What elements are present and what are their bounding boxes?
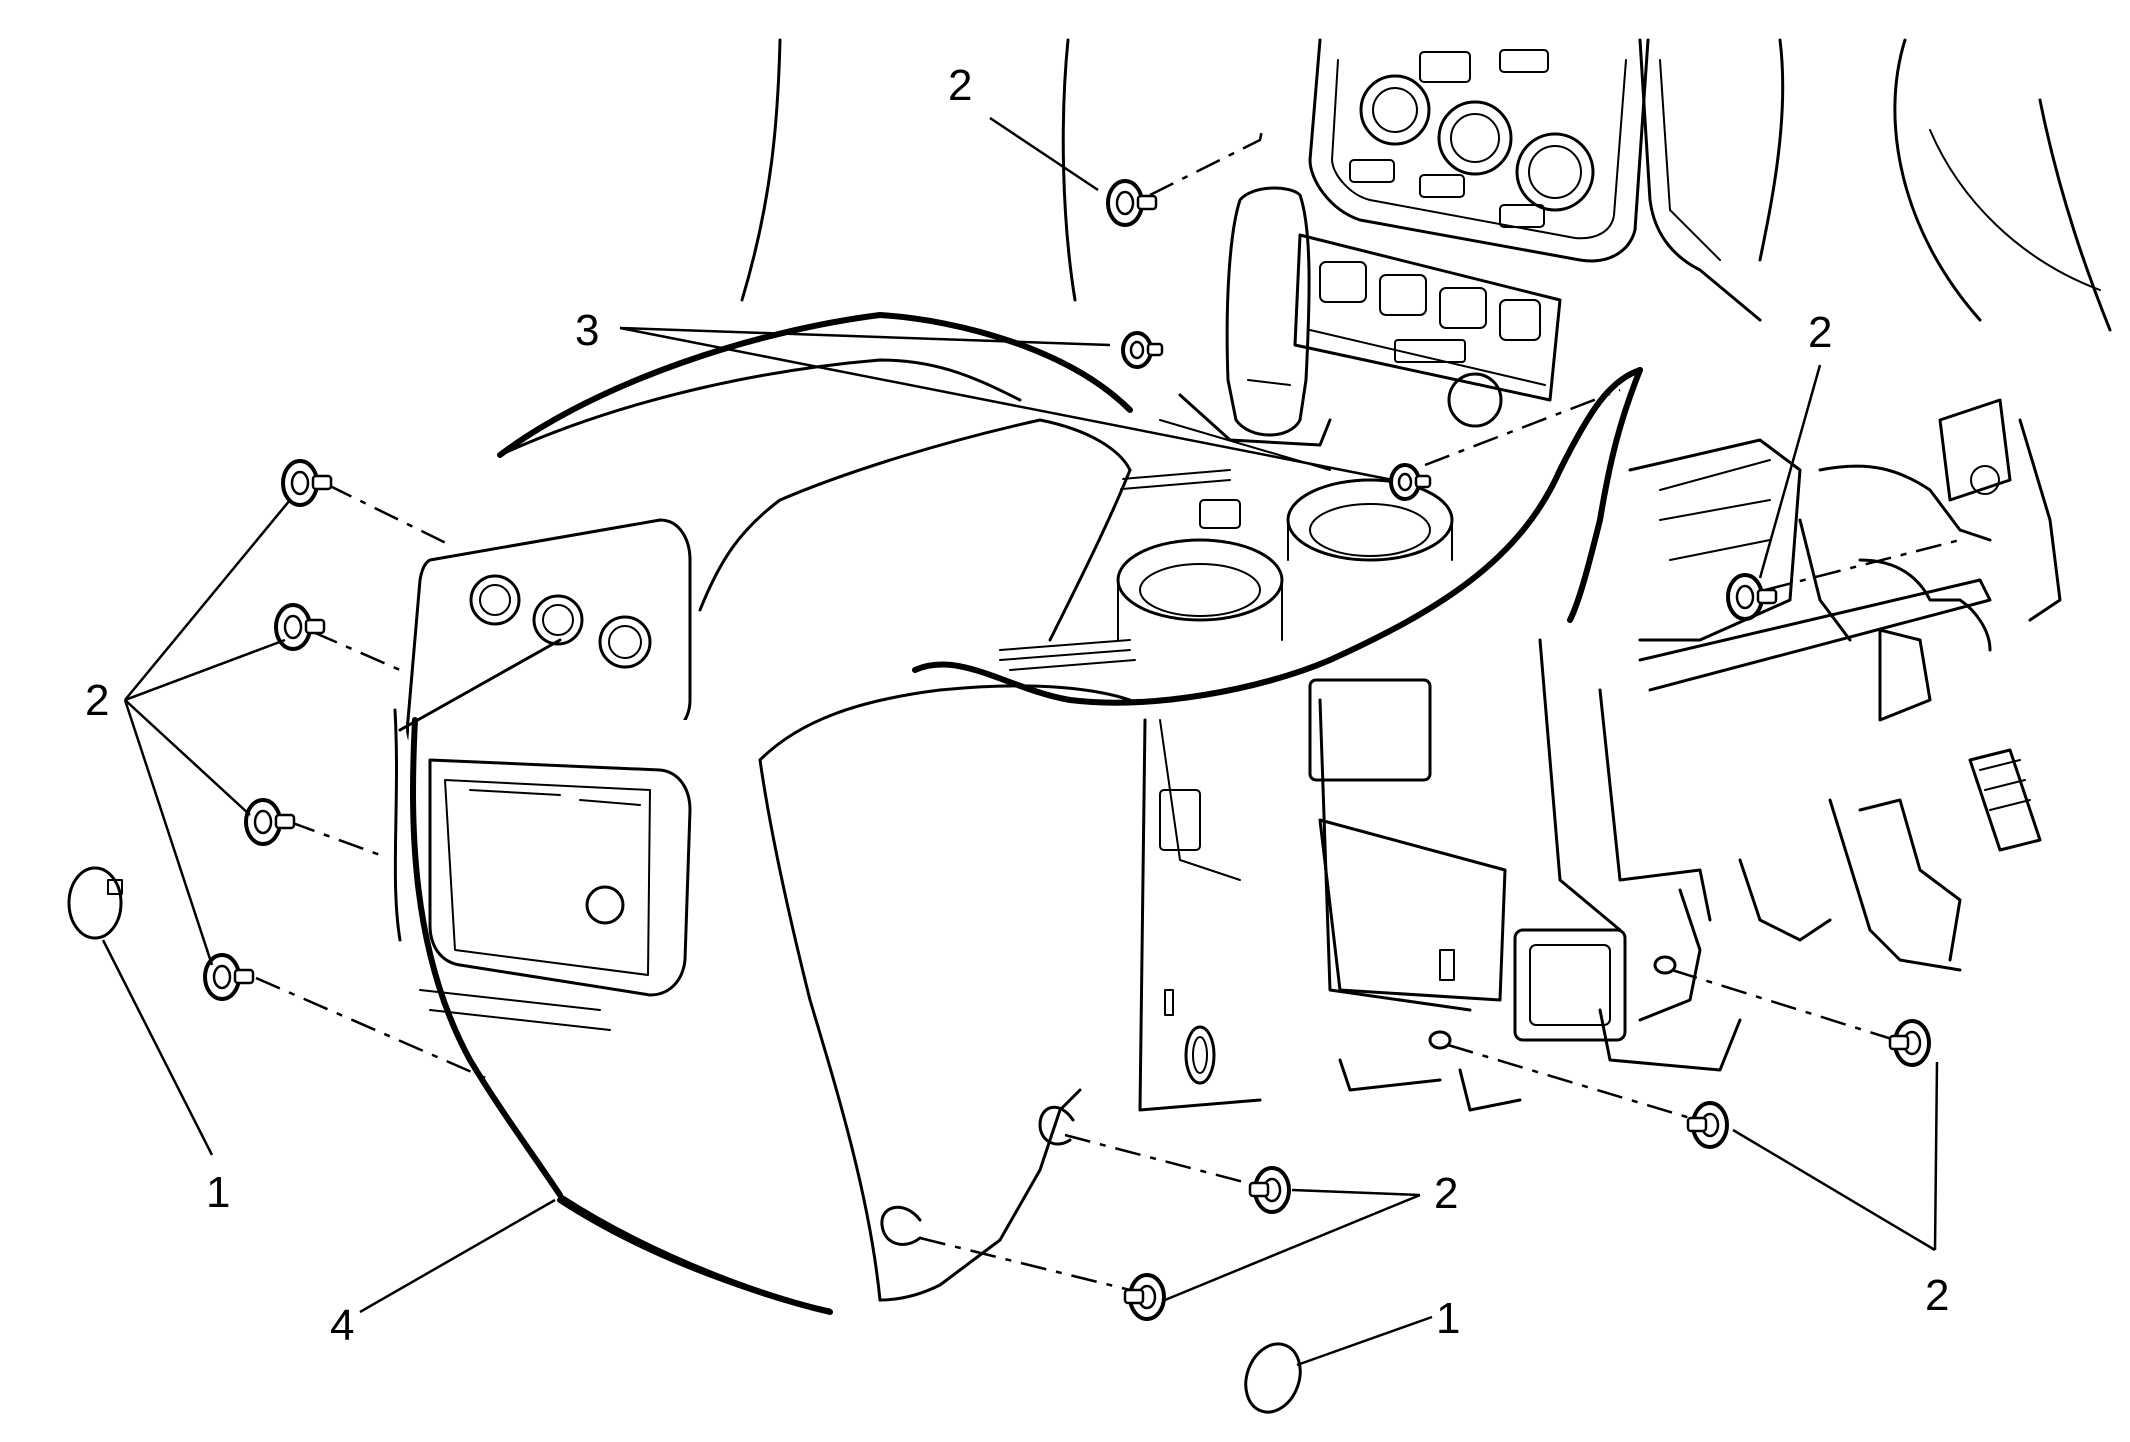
fastener-right xyxy=(1726,573,1778,621)
fastener-bottom-center-lower xyxy=(1123,1273,1166,1321)
fastener-left-2 xyxy=(274,603,326,651)
callout-labels: 2 3 2 2 1 2 2 4 1 xyxy=(85,61,1949,1350)
callout-2-top: 2 xyxy=(948,61,972,110)
callout-2-bottom-right: 2 xyxy=(1925,1271,1949,1320)
callout-2-bottom-center: 2 xyxy=(1434,1169,1458,1218)
dashboard-outline xyxy=(740,38,2112,332)
callout-3: 3 xyxy=(575,306,599,355)
callout-2-left: 2 xyxy=(85,676,109,725)
callout-4: 4 xyxy=(330,1301,354,1350)
leader-lines xyxy=(101,116,1939,1367)
console-frame xyxy=(912,367,2062,1112)
fastener-3-lower xyxy=(1389,463,1432,501)
fastener-left-4 xyxy=(203,953,255,1001)
fastener-3-upper xyxy=(1121,331,1164,369)
rear-console-assembly xyxy=(393,312,1133,1315)
fastener-top xyxy=(1106,179,1158,227)
switch-bank xyxy=(1293,233,1562,428)
hvac-control-panel xyxy=(1308,38,1650,263)
fastener-left-1 xyxy=(281,459,333,507)
fastener-bottom-right-lower xyxy=(1686,1101,1729,1149)
fastener-bottom-right-upper xyxy=(1888,1019,1931,1067)
gear-shifter xyxy=(1159,186,1332,471)
ring-seal xyxy=(67,866,1302,1414)
callout-1-bottom: 1 xyxy=(1436,1294,1460,1343)
fastener-left-3 xyxy=(244,798,296,846)
callout-2-right: 2 xyxy=(1808,308,1832,357)
push-pin-retainer xyxy=(203,179,1931,1321)
fastener-bottom-center-upper xyxy=(1248,1166,1291,1214)
fastener-centerlines xyxy=(255,129,1961,1292)
callout-1-left: 1 xyxy=(206,1168,230,1217)
console-mounting-holes xyxy=(880,955,1677,1246)
ring-bottom xyxy=(1244,1342,1302,1414)
ring-left xyxy=(67,866,123,940)
